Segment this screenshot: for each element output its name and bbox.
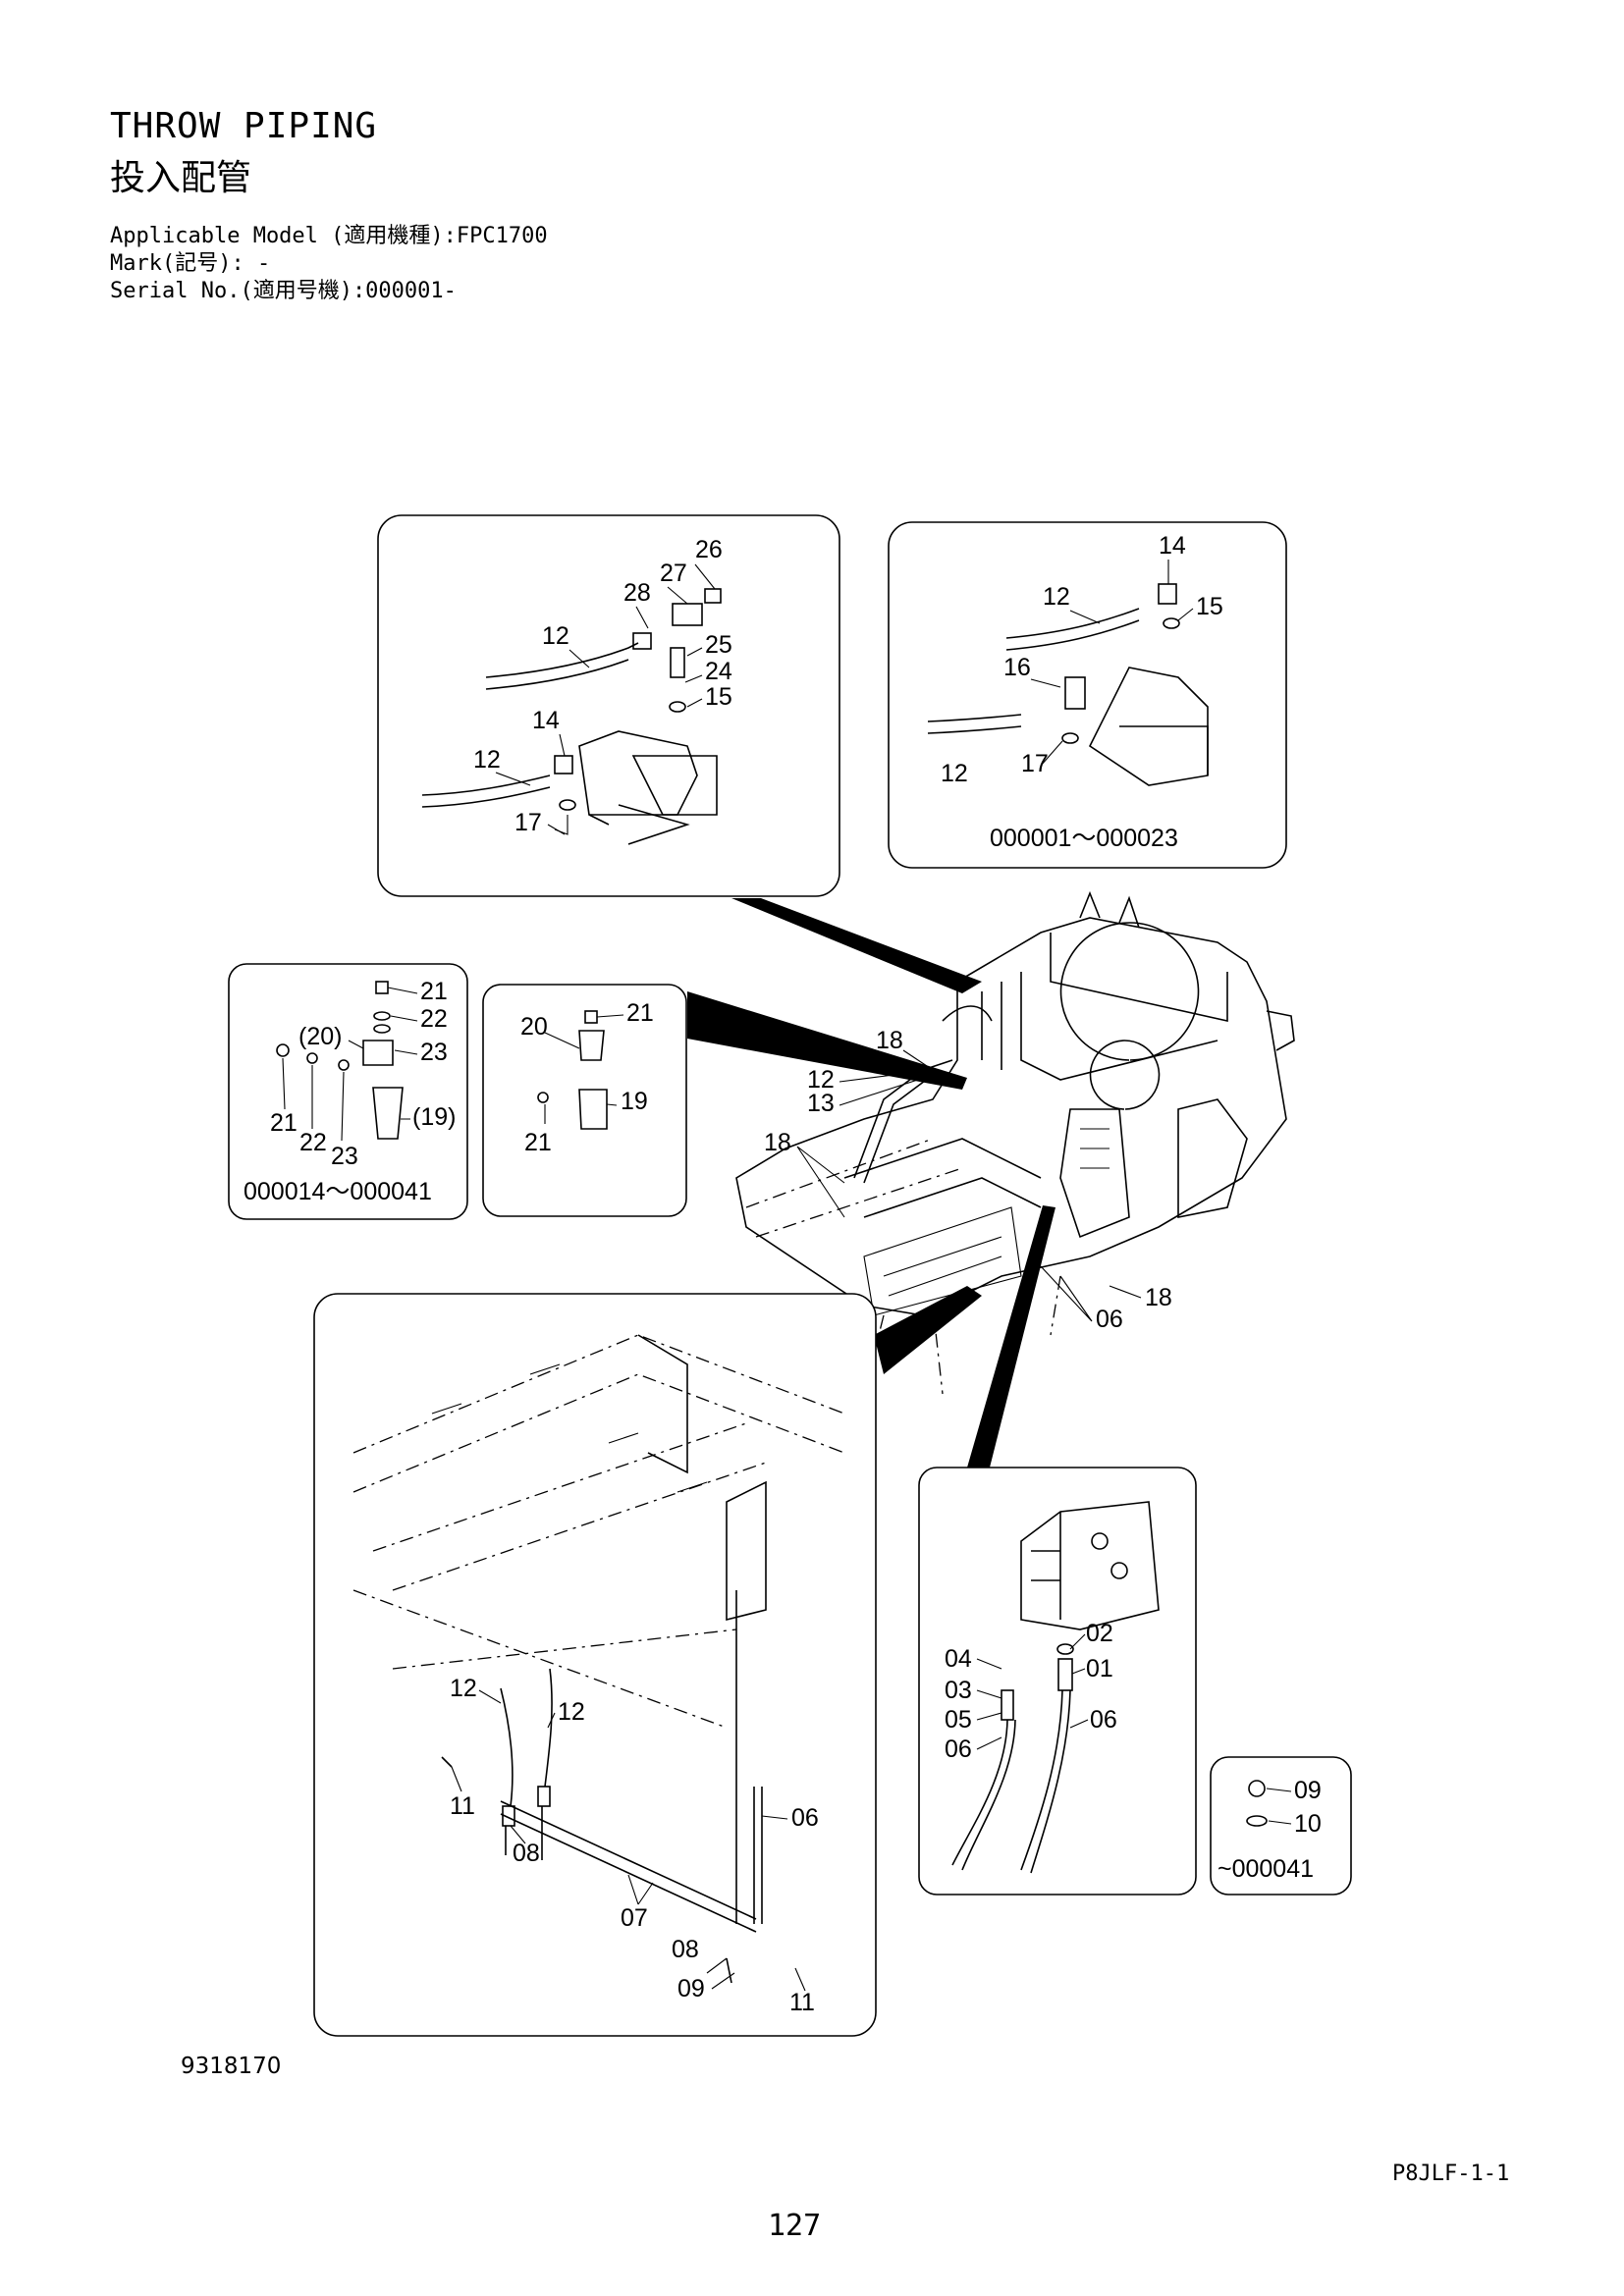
- detail-6: [918, 1467, 1197, 1896]
- callout-label: 18: [876, 1027, 903, 1054]
- callout-label: 15: [1196, 593, 1223, 620]
- pointer-wedges: [687, 898, 1056, 1468]
- detail-2-frame: [888, 521, 1287, 869]
- callout-label: 24: [705, 658, 732, 685]
- callout-label: 17: [1021, 750, 1049, 777]
- callout-label: 23: [331, 1143, 358, 1170]
- callout-label: 09: [677, 1975, 705, 2002]
- detail-4: [482, 984, 687, 1217]
- callout-label: 08: [513, 1840, 540, 1867]
- detail-2-serial-range: 000001～000023: [990, 825, 1178, 852]
- callout-label: 14: [532, 707, 560, 734]
- detail-5: [313, 1293, 877, 2037]
- callout-label: 28: [623, 579, 651, 607]
- callout-label: 19: [621, 1088, 648, 1115]
- callout-label: 13: [807, 1090, 835, 1117]
- drawing-number: 9318170: [181, 2054, 282, 2079]
- callout-label: 12: [542, 622, 569, 650]
- callout-label: 21: [626, 999, 654, 1027]
- page-number: 127: [768, 2209, 822, 2243]
- callout-label: 02: [1086, 1620, 1113, 1647]
- callout-label: 12: [941, 760, 968, 787]
- callout-label: 18: [1145, 1284, 1172, 1311]
- callout-label: 22: [299, 1129, 327, 1156]
- callout-label: 12: [1043, 583, 1070, 611]
- callout-label: 20: [520, 1013, 548, 1041]
- callout-label: (19): [412, 1103, 456, 1131]
- detail-1-frame: [377, 514, 840, 897]
- callout-label: 06: [1090, 1706, 1117, 1734]
- callout-label: 09: [1294, 1777, 1322, 1804]
- callout-label: 12: [807, 1066, 835, 1094]
- callout-label: 07: [621, 1904, 648, 1932]
- callout-label: 11: [450, 1792, 475, 1820]
- callout-label: 27: [660, 560, 687, 587]
- callout-label: 03: [945, 1677, 972, 1704]
- serial-number: Serial No.(適用号機):000001-: [110, 279, 457, 303]
- callout-label: 12: [473, 746, 501, 774]
- callout-label: (20): [298, 1023, 342, 1050]
- detail-4-frame: [482, 984, 687, 1217]
- callout-label: 05: [945, 1706, 972, 1734]
- mark-line: Mark(記号): -: [110, 251, 271, 276]
- detail-3-frame: [228, 963, 468, 1220]
- callout-label: 16: [1003, 654, 1031, 681]
- callout-label: 06: [945, 1735, 972, 1763]
- callout-label: 06: [1096, 1306, 1123, 1333]
- callout-label: 08: [672, 1936, 699, 1963]
- callout-label: 25: [705, 631, 732, 659]
- leader-lines: [282, 560, 1292, 1992]
- callout-label: 26: [695, 536, 723, 563]
- callout-label: 23: [420, 1039, 448, 1066]
- detail-7-frame: [1210, 1756, 1352, 1896]
- callout-label: 04: [945, 1645, 972, 1673]
- callout-label: 06: [791, 1804, 819, 1832]
- detail-7: [1210, 1756, 1352, 1896]
- callout-labels: 26 27 28 12 25 24 15 14 12 17 14 12 15 1…: [244, 532, 1322, 2016]
- callout-label: 17: [514, 809, 542, 836]
- callout-label: 12: [450, 1675, 477, 1702]
- detail-3-serial-range: 000014～000041: [244, 1178, 432, 1205]
- callout-label: 01: [1086, 1655, 1113, 1682]
- callout-label: 22: [420, 1005, 448, 1033]
- callout-label: 21: [524, 1129, 552, 1156]
- callout-label: 21: [420, 978, 448, 1005]
- page-code: P8JLF-1-1: [1392, 2162, 1510, 2186]
- page-title-japanese: 投入配管: [110, 158, 252, 198]
- detail-5-frame: [313, 1293, 877, 2037]
- applicable-model: Applicable Model (適用機種):FPC1700: [110, 224, 548, 248]
- callout-label: 14: [1159, 532, 1186, 560]
- detail-1: [377, 514, 840, 897]
- detail-3: [228, 963, 468, 1220]
- callout-label: 21: [270, 1109, 298, 1137]
- detail-7-serial-range: ~000041: [1218, 1855, 1314, 1883]
- page-title: THROW PIPING: [110, 106, 378, 146]
- callout-label: 15: [705, 683, 732, 711]
- callout-label: 11: [789, 1989, 815, 2016]
- callout-label: 10: [1294, 1810, 1322, 1838]
- callout-label: 18: [764, 1129, 791, 1156]
- detail-2: [888, 521, 1287, 869]
- callout-label: 12: [558, 1698, 585, 1726]
